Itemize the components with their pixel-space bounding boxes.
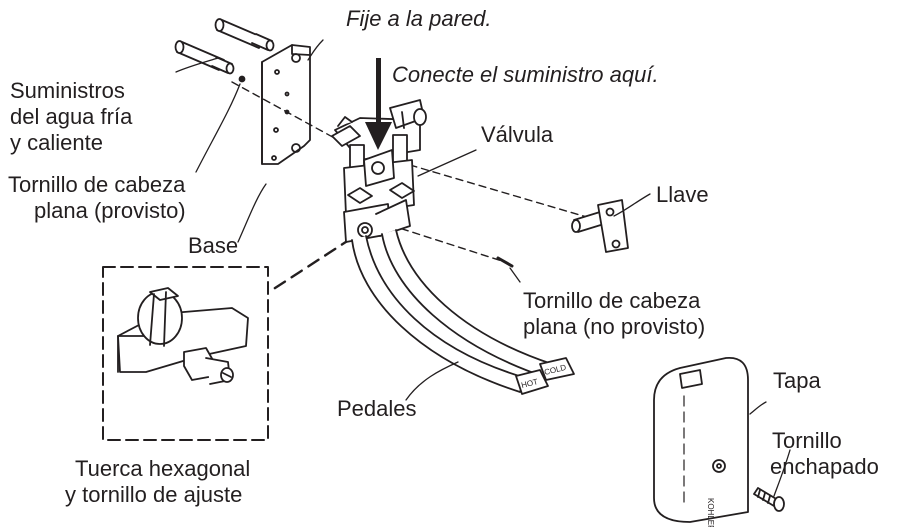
label-base: Base [188, 233, 239, 258]
label-cover: Tapa [773, 368, 821, 393]
label-screw-not-provided-2: plana (no provisto) [523, 314, 706, 339]
cover-brand: KOHLER [706, 498, 715, 527]
supply-pipe-upper [214, 18, 275, 52]
label-valve: Válvula [481, 122, 554, 147]
label-key: Llave [656, 182, 709, 207]
label-pedals: Pedales [337, 396, 417, 421]
valve-body [331, 99, 427, 243]
label-supplies-3: y caliente [10, 130, 103, 155]
label-plated-screw-1: Tornillo [772, 428, 842, 453]
label-screw-provided-2: plana (provisto) [34, 198, 186, 223]
label-plated-screw-2: enchapado [770, 454, 879, 479]
label-wall-mount: Fije a la pared. [346, 6, 492, 31]
label-supplies-2: del agua fría [10, 104, 133, 129]
hex-nut-detail [117, 287, 249, 385]
supply-pipe-lower [174, 40, 235, 75]
label-supplies-1: Suministros [10, 78, 125, 103]
flat-head-screw-small [238, 75, 246, 83]
base-plate [261, 44, 311, 165]
flat-head-screw-loose [496, 256, 514, 268]
label-hexnut-1: Tuerca hexagonal [75, 456, 251, 481]
label-screw-provided-1: Tornillo de cabeza [8, 172, 186, 197]
hot-label: HOT [520, 377, 539, 390]
label-hexnut-2: y tornillo de ajuste [65, 482, 243, 507]
detail-inset-box [102, 266, 269, 441]
label-screw-not-provided-1: Tornillo de cabeza [523, 288, 701, 313]
cover-part [653, 357, 749, 523]
plated-screw [753, 487, 785, 512]
key-part [571, 199, 629, 253]
pedals [351, 229, 575, 395]
connect-arrow [365, 58, 392, 150]
label-connect-supply: Conecte el suministro aquí. [392, 62, 659, 87]
